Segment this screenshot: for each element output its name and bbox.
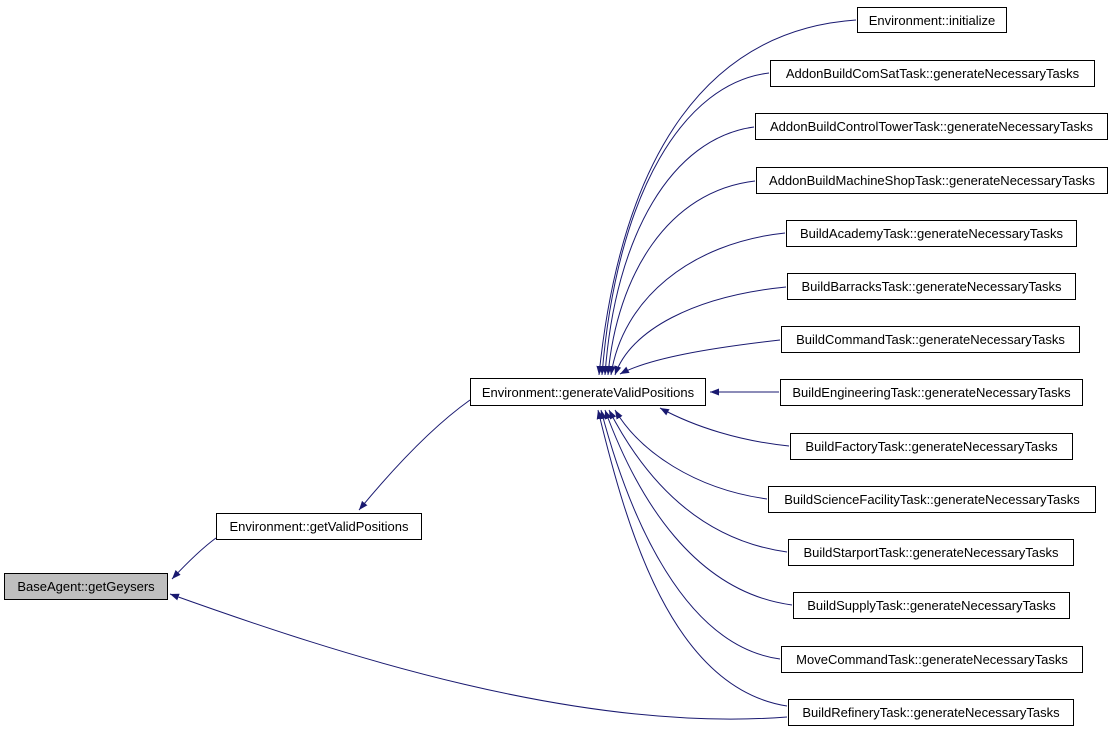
node-addonbuildcomsattask-generatenecessarytasks[interactable]: AddonBuildComSatTask::generateNecessaryT… (770, 60, 1095, 87)
node-baseagent-getgeysers: BaseAgent::getGeysers (4, 573, 168, 600)
node-movecommandtask-generatenecessarytasks[interactable]: MoveCommandTask::generateNecessaryTasks (781, 646, 1083, 673)
node-buildrefinerytask-generatenecessarytasks[interactable]: BuildRefineryTask::generateNecessaryTask… (788, 699, 1074, 726)
node-buildengineeringtask-generatenecessarytasks[interactable]: BuildEngineeringTask::generateNecessaryT… (780, 379, 1083, 406)
node-environment-initialize[interactable]: Environment::initialize (857, 7, 1007, 33)
edge-generatevalidpositions-to-getvalidpositions (358, 399, 471, 511)
node-buildstarporttask-generatenecessarytasks[interactable]: BuildStarportTask::generateNecessaryTask… (788, 539, 1074, 566)
edge-machineshop-to-generatevalidpositions (605, 180, 756, 376)
edge-movecommand-to-generatevalidpositions (599, 409, 781, 660)
edge-academy-to-generatevalidpositions (608, 232, 786, 376)
edge-refinery-to-getgeysers (169, 593, 788, 720)
edge-initialize-to-generatevalidpositions (596, 19, 857, 376)
node-environment-generatevalidpositions[interactable]: Environment::generateValidPositions (470, 378, 706, 406)
edge-factory-to-generatevalidpositions (659, 407, 790, 447)
node-buildacademytask-generatenecessarytasks[interactable]: BuildAcademyTask::generateNecessaryTasks (786, 220, 1077, 247)
edge-controltower-to-generatevalidpositions (602, 126, 755, 376)
edge-group (169, 19, 857, 720)
edge-sciencefacility-to-generatevalidpositions (614, 409, 768, 500)
node-buildfactorytask-generatenecessarytasks[interactable]: BuildFactoryTask::generateNecessaryTasks (790, 433, 1073, 460)
edge-starport-to-generatevalidpositions (608, 409, 788, 553)
node-addonbuildmachineshoptask-generatenecessarytasks[interactable]: AddonBuildMachineShopTask::generateNeces… (756, 167, 1108, 194)
edge-supply-to-generatevalidpositions (604, 409, 793, 606)
edge-barracks-to-generatevalidpositions (614, 286, 787, 376)
edge-getvalidpositions-to-getgeysers (171, 537, 217, 580)
node-buildsupplytask-generatenecessarytasks[interactable]: BuildSupplyTask::generateNecessaryTasks (793, 592, 1070, 619)
node-buildcommandtask-generatenecessarytasks[interactable]: BuildCommandTask::generateNecessaryTasks (781, 326, 1080, 353)
edge-comsat-to-generatevalidpositions (599, 72, 770, 376)
node-buildbarrackstask-generatenecessarytasks[interactable]: BuildBarracksTask::generateNecessaryTask… (787, 273, 1076, 300)
edge-refinery-to-generatevalidpositions (596, 409, 788, 707)
node-buildsciencefacilitytask-generatenecessarytasks[interactable]: BuildScienceFacilityTask::generateNecess… (768, 486, 1096, 513)
node-environment-getvalidpositions[interactable]: Environment::getValidPositions (216, 513, 422, 540)
node-addonbuildcontroltowertask-generatenecessarytasks[interactable]: AddonBuildControlTowerTask::generateNece… (755, 113, 1108, 140)
edge-command-to-generatevalidpositions (619, 339, 781, 375)
